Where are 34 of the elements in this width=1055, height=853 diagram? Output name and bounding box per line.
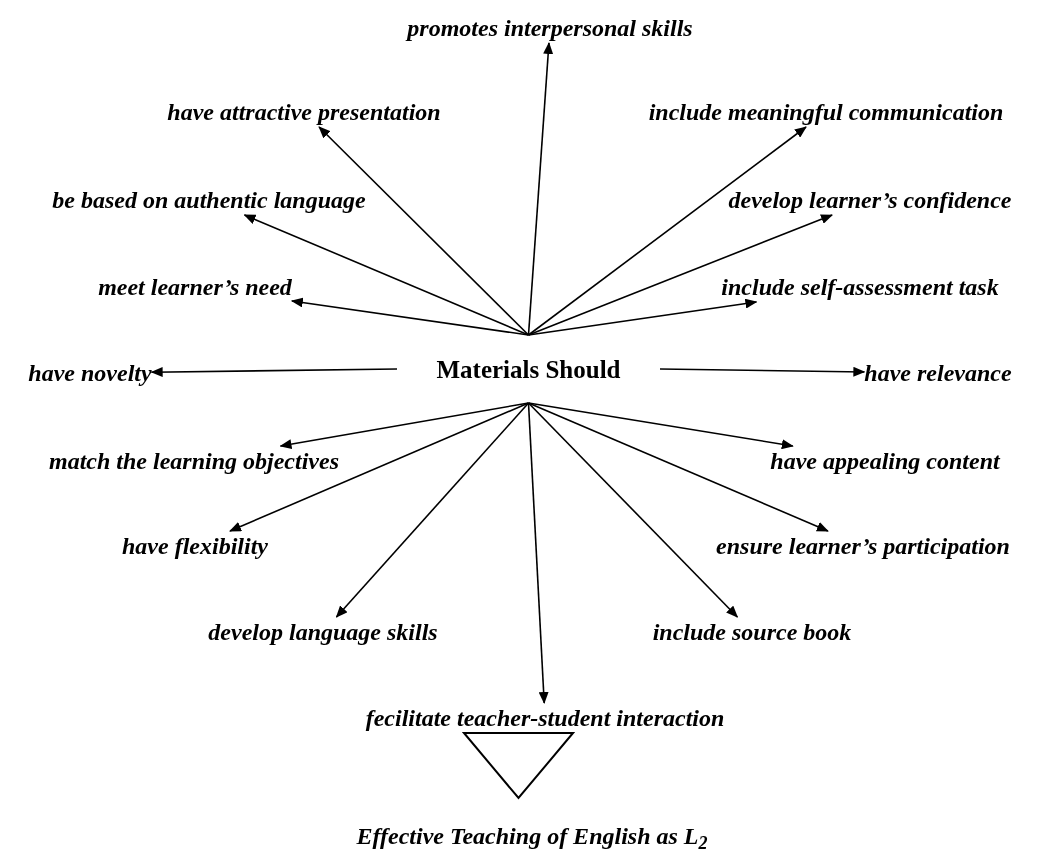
arrow xyxy=(527,126,807,336)
arrow xyxy=(527,402,549,704)
arrow xyxy=(335,402,530,618)
criterion-text: be based on authentic language xyxy=(52,185,366,215)
arrow xyxy=(527,402,739,618)
criterion-text: include source book xyxy=(652,617,852,647)
criterion-text: match the learning objectives xyxy=(49,446,339,476)
arrow xyxy=(229,402,530,532)
criterion-text: have flexibility xyxy=(122,531,268,561)
arrow xyxy=(279,402,530,450)
arrow xyxy=(527,42,554,336)
arrow xyxy=(318,126,530,336)
criterion-text: have novelty xyxy=(28,358,152,388)
arrow xyxy=(150,367,398,378)
criterion-text: ensure learner’s participation xyxy=(716,531,1010,561)
criterion-text: have appealing content xyxy=(770,446,1000,476)
arrow xyxy=(527,402,829,532)
criterion-text: promotes interpersonal skills xyxy=(407,13,693,43)
criterion-text: include self-assessment task xyxy=(721,272,999,302)
arrow xyxy=(527,214,833,336)
criterion-text: meet learner’s need xyxy=(98,272,292,302)
center-heading: Materials Should xyxy=(436,356,621,382)
arrow xyxy=(243,214,530,336)
arrow xyxy=(290,297,530,336)
criterion-text: include meaningful communication xyxy=(648,97,1004,127)
criterion-text: develop learner’s confidence xyxy=(728,185,1012,215)
criterion-text: develop language skills xyxy=(208,617,438,647)
arrow xyxy=(659,366,866,377)
arrow xyxy=(527,298,758,336)
arrow xyxy=(527,402,794,450)
criterion-text: have relevance xyxy=(864,358,1012,388)
criterion-text: fecilitate teacher-student interaction xyxy=(365,703,725,733)
criterion-text: Effective Teaching of English as L$_{2}$ xyxy=(356,821,708,851)
criterion-text: have attractive presentation xyxy=(167,97,441,127)
